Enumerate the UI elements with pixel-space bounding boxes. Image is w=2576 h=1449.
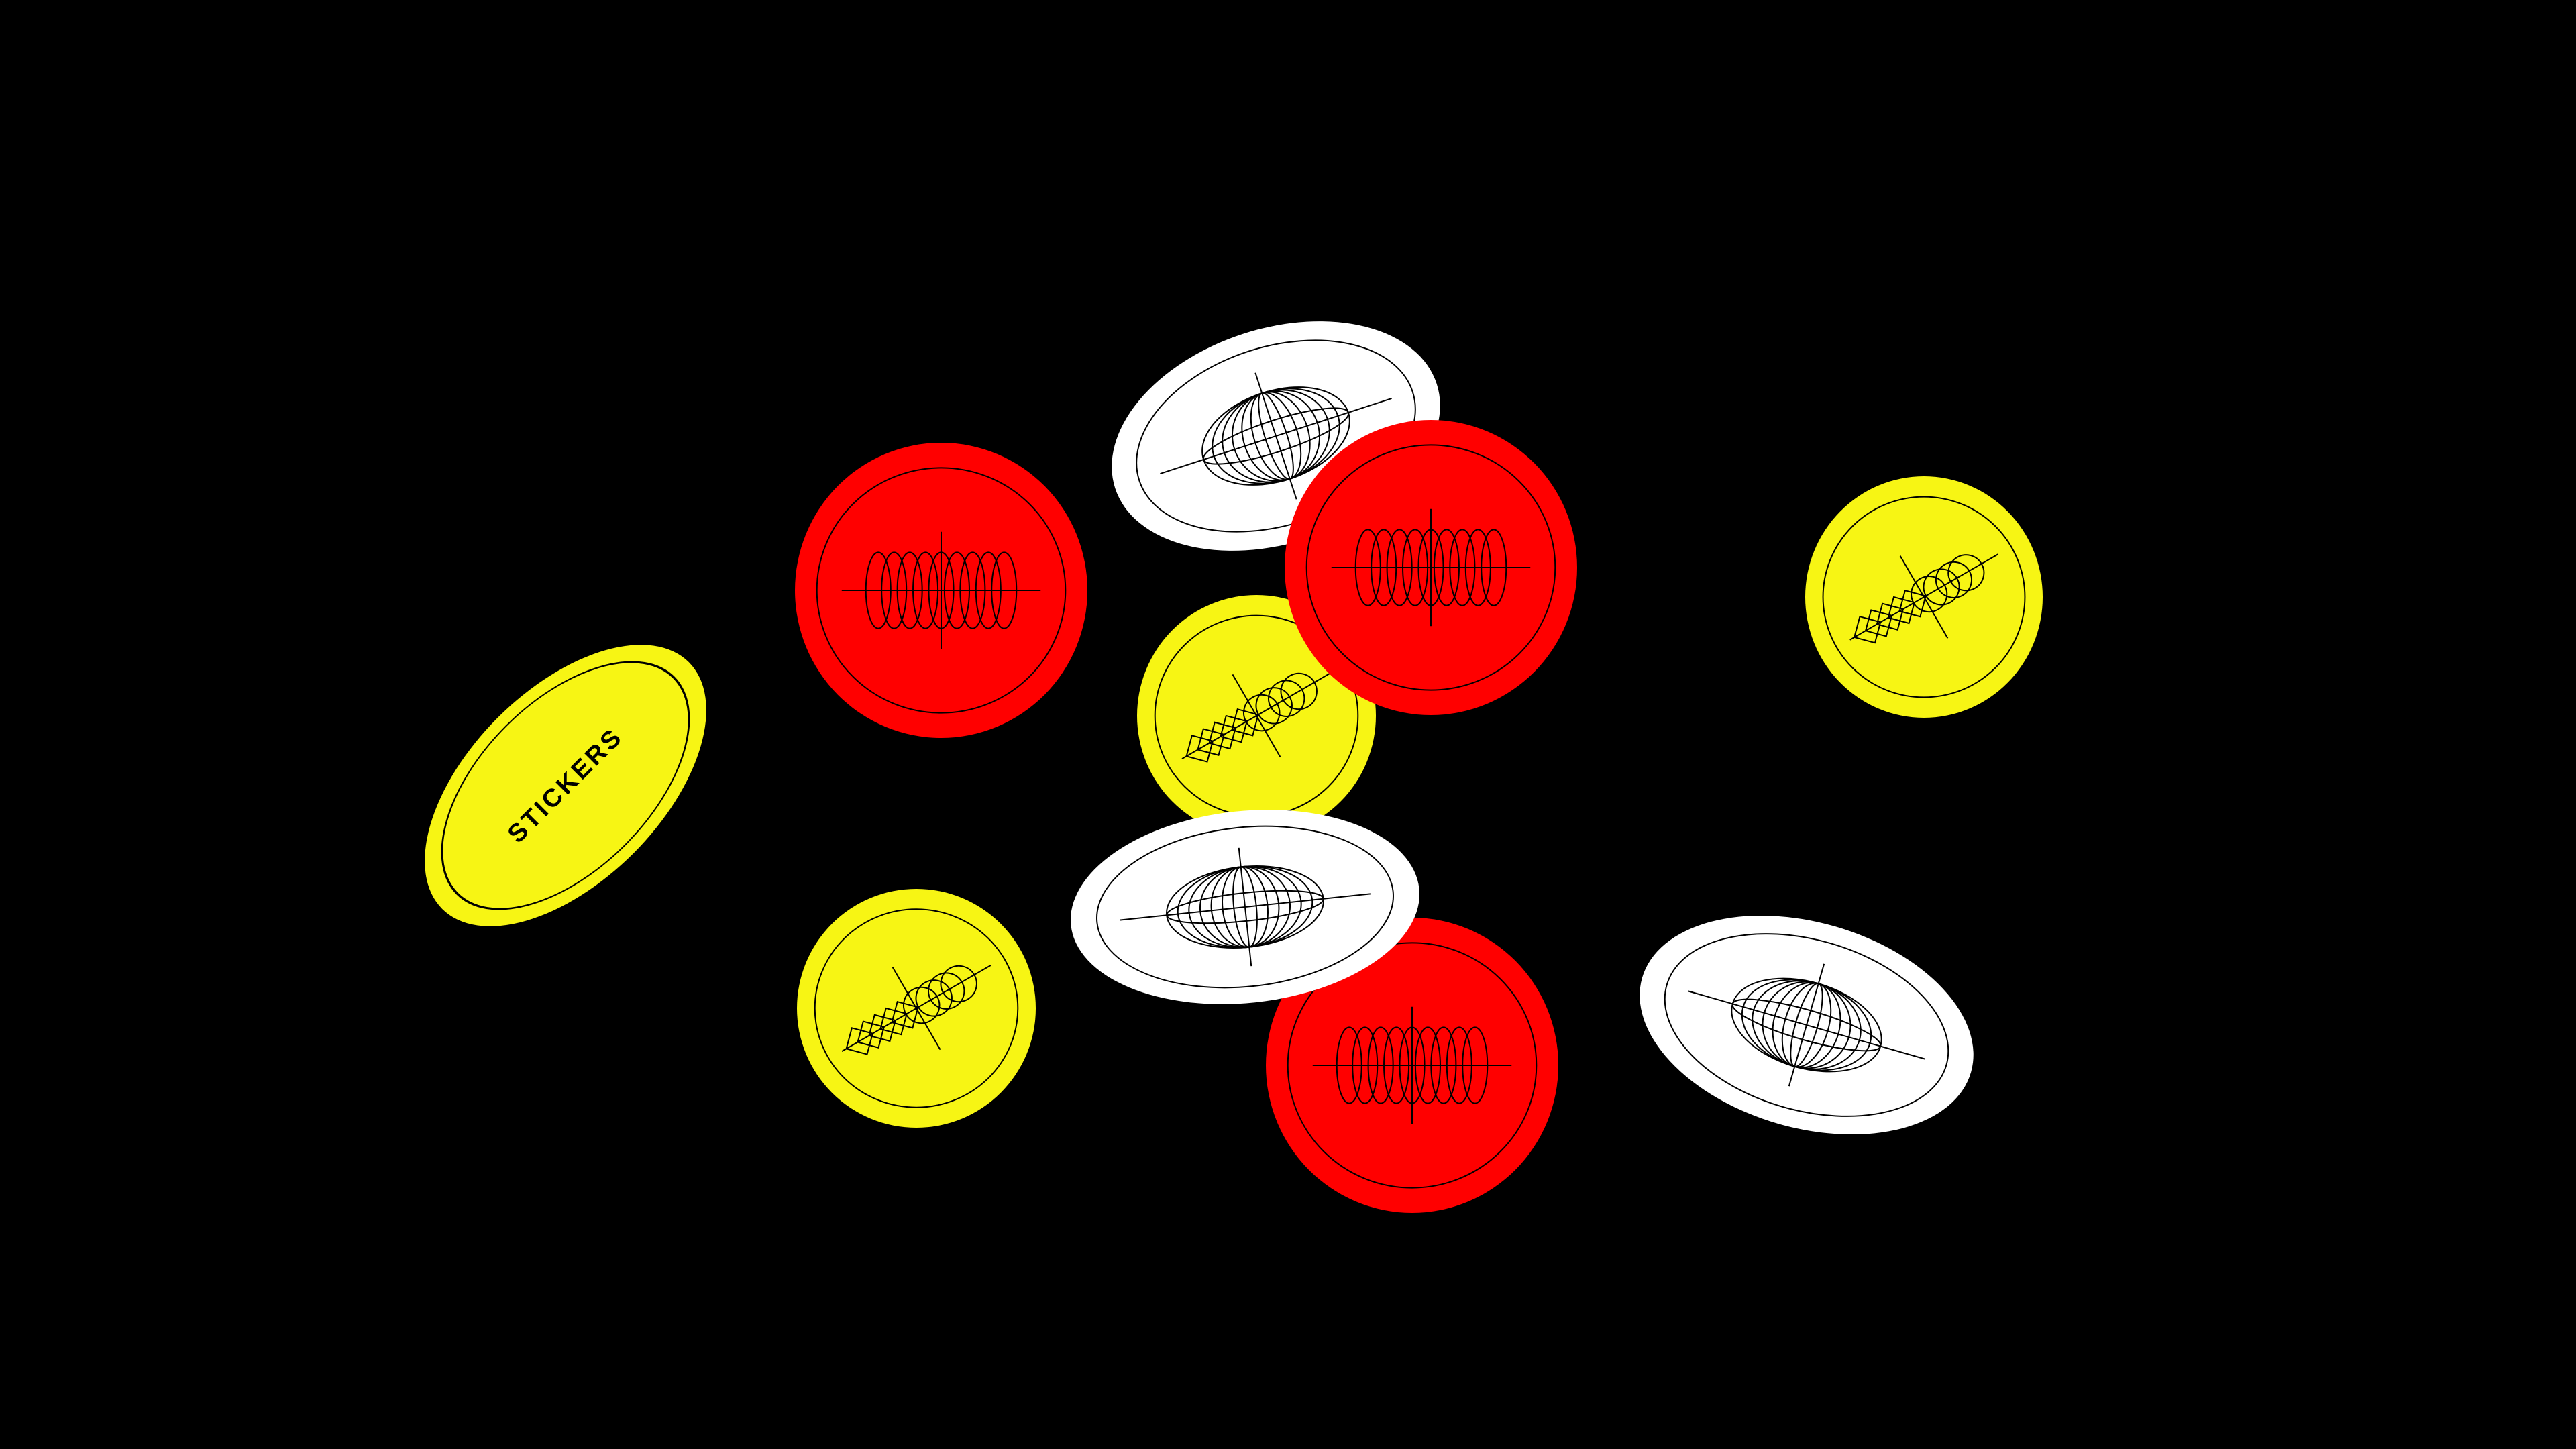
sticker-inner-ring: [816, 467, 1067, 714]
sticker-inner-ring: [1305, 444, 1556, 691]
coil-spring-icon: [1331, 508, 1531, 627]
prism-rings-icon: [841, 965, 991, 1055]
red-circle-sticker-left: [795, 443, 1087, 738]
sticker-inner-ring: [1822, 496, 2026, 698]
coil-spring-icon: [1312, 1006, 1512, 1124]
sticker-inner-ring: [814, 908, 1019, 1108]
yellow-circle-sticker-right: [1805, 476, 2043, 718]
sticker-inner-ring: [441, 661, 690, 910]
white-oval-sticker-middle: [1070, 810, 1420, 1004]
yellow-circle-sticker-bottom-left: [797, 889, 1036, 1128]
sticker-body: [425, 645, 706, 926]
globe-wireframe-icon: [1688, 963, 1925, 1087]
white-oval-sticker-right: [1640, 915, 1974, 1135]
red-circle-sticker-top-right: [1285, 420, 1577, 715]
globe-wireframe-icon: [1160, 372, 1392, 500]
yellow-label-sticker: STICKERS: [425, 645, 706, 926]
globe-wireframe-icon: [1120, 847, 1371, 967]
sticker-inner-ring: [1664, 933, 1949, 1117]
red-circle-sticker-bottom: [1266, 918, 1558, 1213]
sticker-inner-ring: [1287, 942, 1538, 1189]
coil-spring-icon: [841, 531, 1041, 649]
prism-rings-icon: [1181, 672, 1332, 763]
prism-rings-icon: [1849, 553, 1998, 644]
sticker-inner-ring: [1096, 825, 1394, 989]
